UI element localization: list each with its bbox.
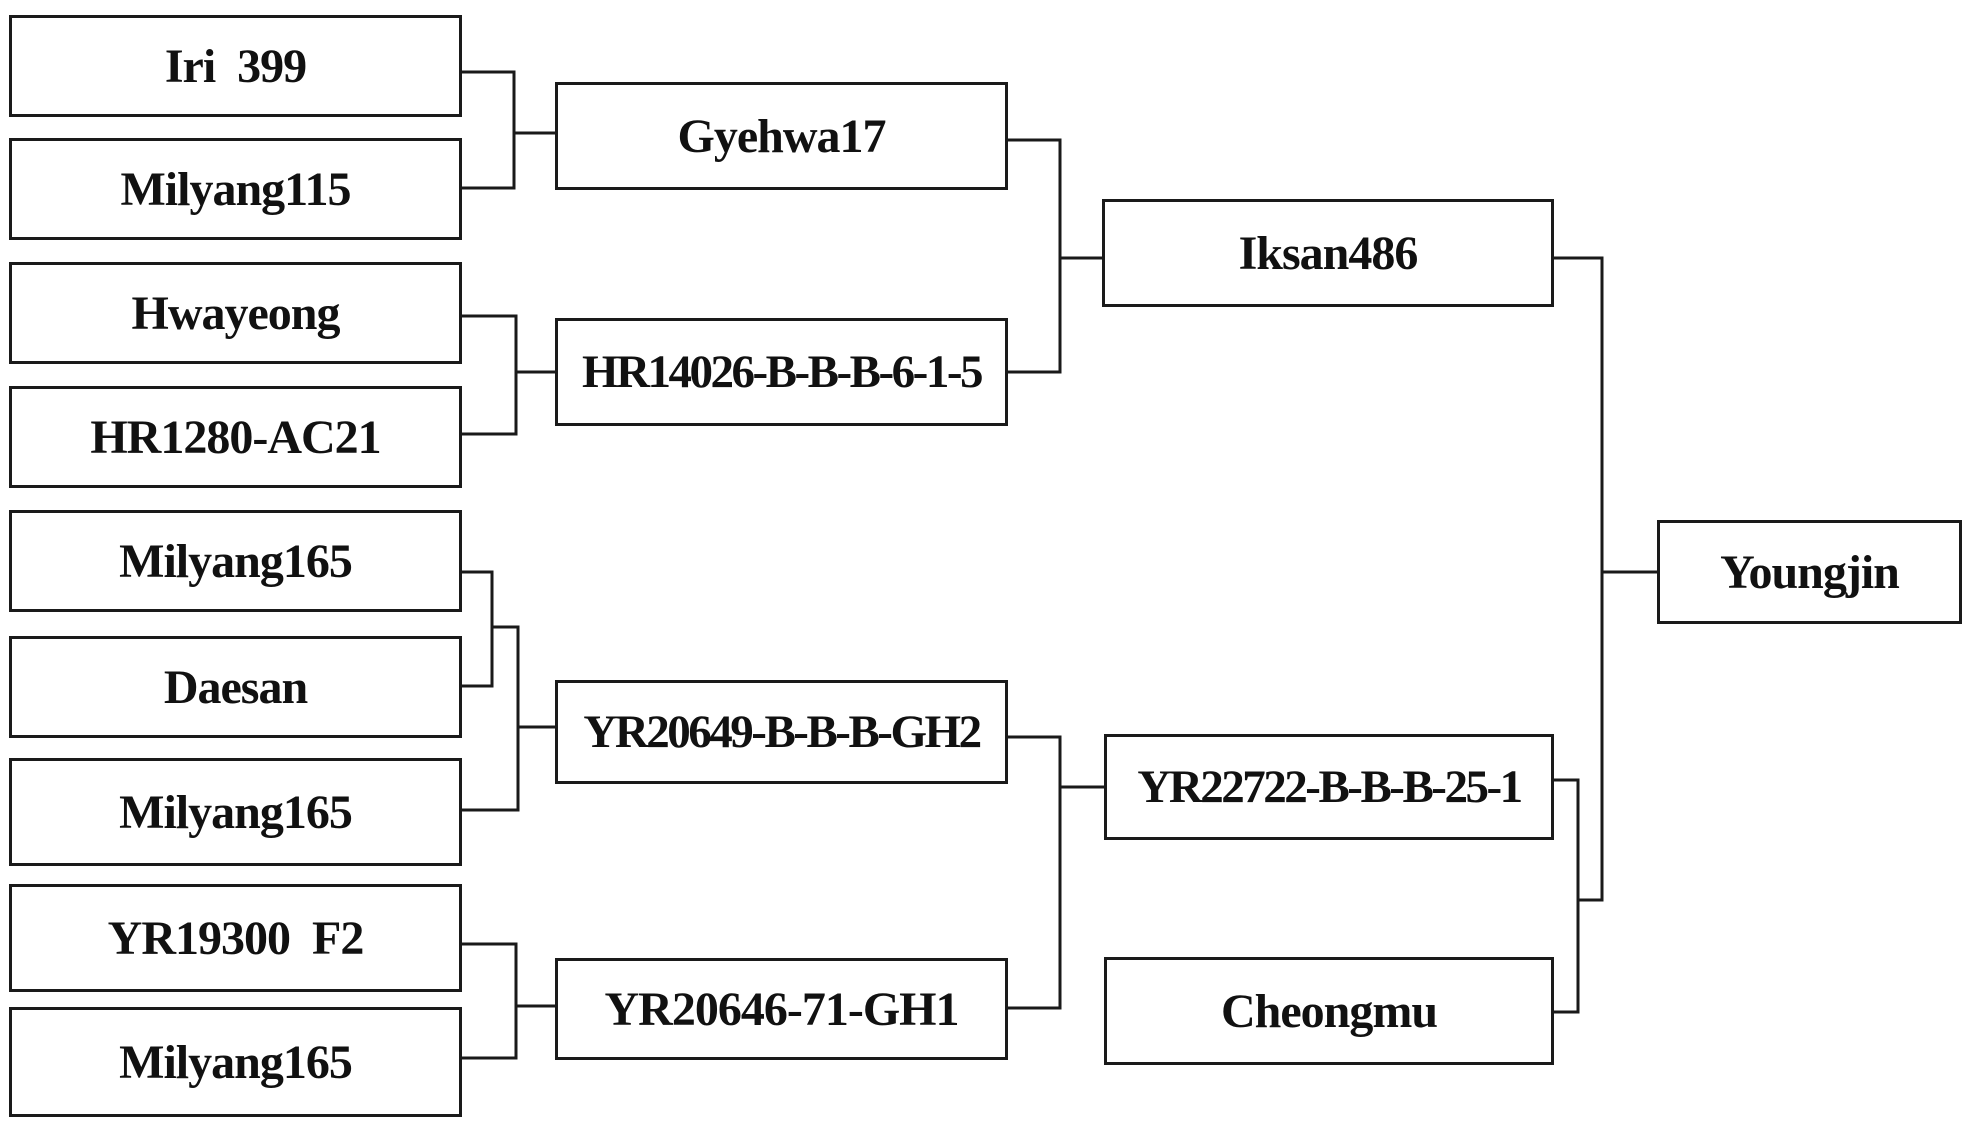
node-label: Milyang165 (119, 534, 353, 588)
node-milyang165-b: Milyang165 (9, 758, 462, 866)
node-daesan: Daesan (9, 636, 462, 738)
node-label: HR1280-AC21 (90, 410, 381, 464)
node-label: Hwayeong (131, 286, 341, 340)
node-label: Milyang165 (119, 1035, 353, 1089)
node-label: YR20649-B-B-B-GH2 (583, 706, 982, 758)
node-hwayeong: Hwayeong (9, 262, 462, 364)
node-label: YR20646-71-GH1 (604, 982, 960, 1036)
node-yr20646: YR20646-71-GH1 (555, 958, 1008, 1060)
node-label: Daesan (163, 660, 308, 714)
node-gyehwa17: Gyehwa17 (555, 82, 1008, 190)
node-yr22722: YR22722-B-B-B-25-1 (1104, 734, 1554, 840)
node-yr19300-f2: YR19300 F2 (9, 884, 462, 992)
node-milyang115: Milyang115 (9, 138, 462, 240)
node-label: Milyang115 (120, 162, 351, 216)
node-label: HR14026-B-B-B-6-1-5 (582, 346, 983, 398)
node-label: YR22722-B-B-B-25-1 (1137, 761, 1523, 813)
node-label: YR19300 F2 (107, 911, 365, 965)
node-youngjin: Youngjin (1657, 520, 1962, 624)
node-hr1280-ac21: HR1280-AC21 (9, 386, 462, 488)
node-iri-399: Iri 399 (9, 15, 462, 117)
node-label: Iri 399 (164, 39, 307, 93)
node-label: Milyang165 (119, 785, 353, 839)
node-cheongmu: Cheongmu (1104, 957, 1554, 1065)
node-iksan486: Iksan486 (1102, 199, 1554, 307)
node-milyang165-a: Milyang165 (9, 510, 462, 612)
node-label: Cheongmu (1220, 984, 1438, 1038)
node-label: Iksan486 (1238, 226, 1419, 280)
node-hr14026: HR14026-B-B-B-6-1-5 (555, 318, 1008, 426)
node-label: Youngjin (1720, 545, 1900, 599)
node-yr20649: YR20649-B-B-B-GH2 (555, 680, 1008, 784)
node-milyang165-c: Milyang165 (9, 1007, 462, 1117)
node-label: Gyehwa17 (677, 109, 887, 163)
